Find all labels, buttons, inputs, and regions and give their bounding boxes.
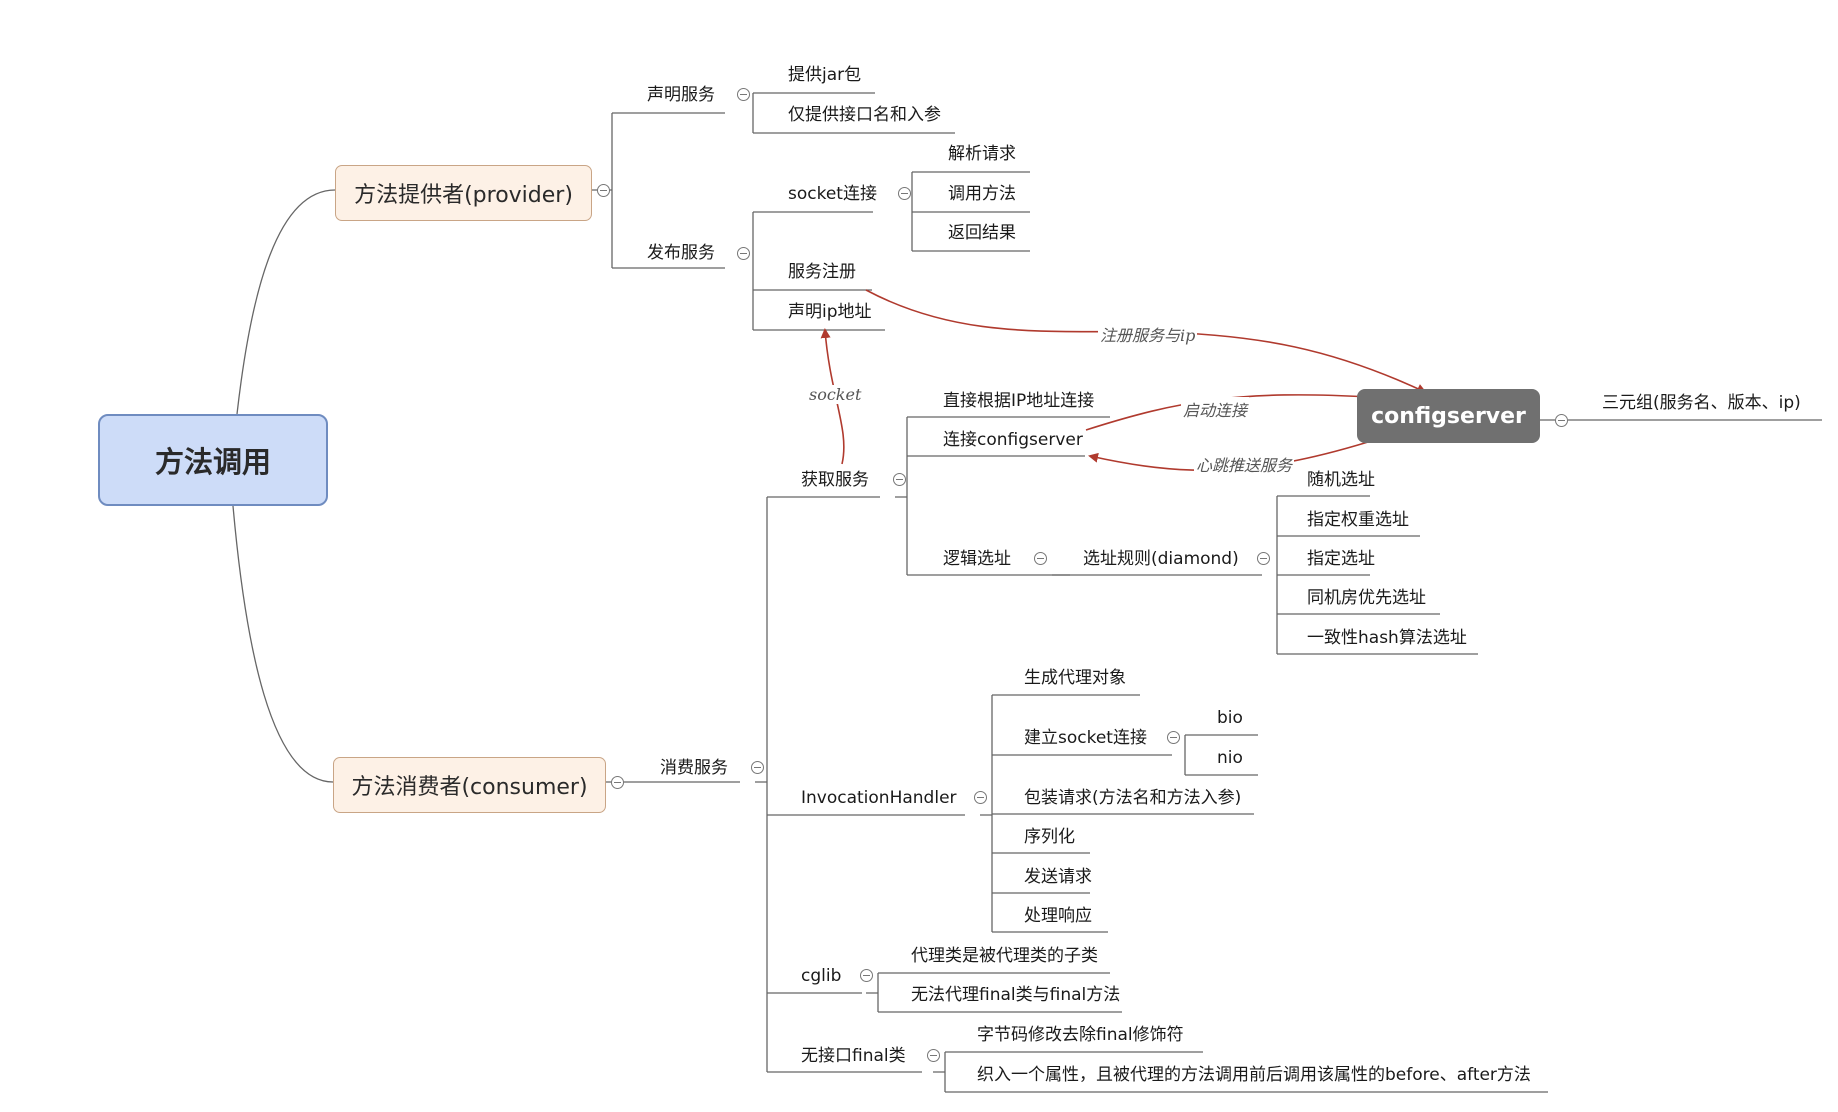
publish-branch-line — [752, 211, 885, 331]
socket-item-parse[interactable]: 解析请求 — [948, 144, 1016, 164]
declare-service-label[interactable]: 声明服务 — [647, 85, 715, 105]
rule-item-specified[interactable]: 指定选址 — [1307, 549, 1375, 569]
nofinal-branch-line — [933, 1051, 1548, 1093]
relation-socket-arrow — [820, 328, 845, 465]
rule-item-random[interactable]: 随机选址 — [1307, 470, 1375, 490]
cglib-branch-line — [866, 972, 1122, 1013]
cglib-item-subclass[interactable]: 代理类是被代理类的子类 — [911, 946, 1098, 966]
provider-collapse-icon[interactable] — [597, 184, 610, 197]
socket-item-bio[interactable]: bio — [1217, 708, 1243, 728]
publish-socket-label[interactable]: socket连接 — [788, 184, 877, 204]
relation-heartbeat-label: 心跳推送服务 — [1194, 452, 1295, 476]
relation-socket-label: socket — [807, 385, 864, 404]
invocation-item-wrap[interactable]: 包装请求(方法名和方法入参) — [1024, 788, 1242, 808]
rule-item-same-room[interactable]: 同机房优先选址 — [1307, 588, 1426, 608]
publish-socket-branch-line — [911, 171, 1030, 252]
consume-service-label[interactable]: 消费服务 — [660, 758, 728, 778]
get-service-direct[interactable]: 直接根据IP地址连接 — [943, 391, 1095, 411]
provider-node[interactable]: 方法提供者(provider) — [335, 165, 592, 221]
get-service-collapse-icon[interactable] — [893, 473, 906, 486]
nofinal-label[interactable]: 无接口final类 — [801, 1046, 906, 1066]
consumer-label: 方法消费者(consumer) — [351, 775, 588, 800]
declare-item-jar[interactable]: 提供jar包 — [788, 65, 862, 85]
logic-collapse-icon[interactable] — [1034, 552, 1047, 565]
consume-trunk-line — [755, 497, 768, 1072]
invocation-item-proxy[interactable]: 生成代理对象 — [1024, 668, 1126, 688]
declare-collapse-icon[interactable] — [737, 88, 750, 101]
invocation-item-handle[interactable]: 处理响应 — [1024, 906, 1092, 926]
consumer-node[interactable]: 方法消费者(consumer) — [333, 757, 606, 813]
invocation-branch-line — [980, 694, 1254, 933]
root-to-provider-line — [236, 189, 336, 415]
invocation-handler-label[interactable]: InvocationHandler — [801, 788, 957, 808]
address-rule-collapse-icon[interactable] — [1257, 552, 1270, 565]
root-label: 方法调用 — [154, 445, 271, 479]
publish-collapse-icon[interactable] — [737, 247, 750, 260]
socket-item-invoke[interactable]: 调用方法 — [948, 184, 1016, 204]
invocation-collapse-icon[interactable] — [974, 791, 987, 804]
address-rule-label[interactable]: 选址规则(diamond) — [1083, 549, 1239, 569]
rule-items-line — [1276, 495, 1478, 655]
relation-start-label: 启动连接 — [1181, 397, 1250, 421]
nofinal-item-weave[interactable]: 织入一个属性，且被代理的方法调用前后调用该属性的before、after方法 — [977, 1065, 1531, 1085]
configserver-collapse-icon[interactable] — [1555, 414, 1568, 427]
consumer-collapse-icon[interactable] — [611, 776, 624, 789]
get-service-label[interactable]: 获取服务 — [801, 470, 869, 490]
relation-register-label: 注册服务与ip — [1098, 322, 1198, 346]
publish-service-label[interactable]: 发布服务 — [647, 243, 715, 263]
invocation-socket-label[interactable]: 建立socket连接 — [1024, 728, 1147, 748]
rule-item-weight[interactable]: 指定权重选址 — [1307, 510, 1409, 530]
root-node[interactable]: 方法调用 — [98, 414, 328, 506]
consume-collapse-icon[interactable] — [751, 761, 764, 774]
invocation-item-send[interactable]: 发送请求 — [1024, 867, 1092, 887]
publish-register-label[interactable]: 服务注册 — [788, 262, 856, 282]
invocation-item-serialize[interactable]: 序列化 — [1024, 827, 1075, 847]
socket-item-return[interactable]: 返回结果 — [948, 223, 1016, 243]
get-service-connect-configserver[interactable]: 连接configserver — [943, 430, 1083, 450]
consume-children-lines — [767, 496, 965, 1073]
cglib-item-final[interactable]: 无法代理final类与final方法 — [911, 985, 1121, 1005]
rule-item-hash[interactable]: 一致性hash算法选址 — [1307, 628, 1467, 648]
declare-item-interface[interactable]: 仅提供接口名和入参 — [788, 105, 941, 125]
get-service-branch-line — [895, 416, 1262, 576]
socket-item-nio[interactable]: nio — [1217, 748, 1243, 768]
logic-address-label[interactable]: 逻辑选址 — [943, 549, 1011, 569]
cglib-label[interactable]: cglib — [801, 966, 842, 986]
publish-socket-collapse-icon[interactable] — [898, 187, 911, 200]
publish-declare-ip-label[interactable]: 声明ip地址 — [788, 302, 872, 322]
configserver-node[interactable]: configserver — [1357, 389, 1540, 443]
cglib-collapse-icon[interactable] — [860, 969, 873, 982]
provider-label: 方法提供者(provider) — [354, 183, 573, 208]
invocation-socket-collapse-icon[interactable] — [1167, 731, 1180, 744]
nofinal-collapse-icon[interactable] — [927, 1049, 940, 1062]
nofinal-item-bytecode[interactable]: 字节码修改去除final修饰符 — [977, 1025, 1184, 1045]
root-to-consumer-line — [232, 505, 334, 783]
invocation-socket-line — [1184, 734, 1258, 776]
configserver-triple-label[interactable]: 三元组(服务名、版本、ip) — [1602, 393, 1801, 413]
configserver-label: configserver — [1371, 403, 1526, 429]
declare-branch-line — [752, 92, 955, 134]
